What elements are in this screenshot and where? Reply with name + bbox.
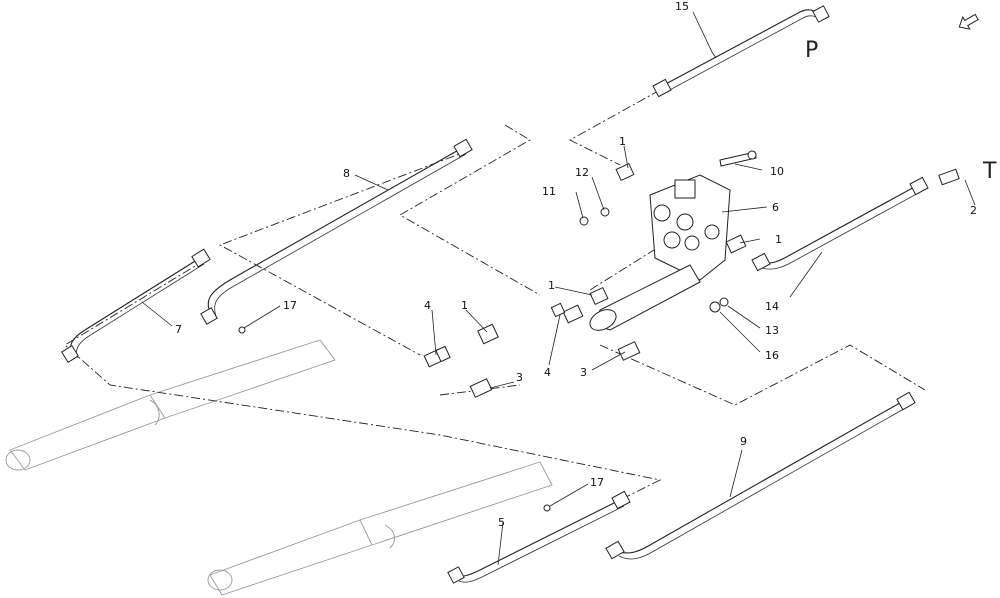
leader-lines	[141, 11, 976, 566]
hose-5	[447, 490, 631, 584]
arrow-icon	[958, 13, 979, 30]
control-valve	[589, 174, 731, 331]
cylinder-upper	[5, 339, 336, 471]
callout-12: 12	[575, 166, 589, 179]
callout-14: 14	[765, 300, 779, 313]
callout-1-mid: 1	[548, 279, 555, 292]
callout-1-right: 1	[775, 233, 782, 246]
callout-7: 7	[175, 323, 182, 336]
callout-13: 13	[765, 324, 779, 337]
callout-3-left: 3	[516, 371, 523, 384]
callouts: 15 1 10 12 11 6 1 2 14 13 16 1 1 4 4 3 3…	[175, 0, 977, 529]
callout-17-upper: 17	[283, 299, 297, 312]
callout-1-left: 1	[461, 299, 468, 312]
hose-8	[200, 138, 473, 325]
cylinder-lower	[207, 461, 553, 596]
callout-4-right: 4	[544, 366, 551, 379]
callout-2: 2	[970, 204, 977, 217]
hose-9	[605, 391, 916, 560]
port-t-label: T	[982, 159, 997, 184]
callout-5: 5	[498, 516, 505, 529]
callout-8: 8	[343, 167, 350, 180]
hose-7	[61, 248, 211, 363]
callout-10: 10	[770, 165, 784, 178]
callout-17-lower: 17	[590, 476, 604, 489]
callout-6: 6	[772, 201, 779, 214]
port-p-label: P	[805, 38, 818, 63]
callout-4-left: 4	[424, 299, 431, 312]
fittings	[238, 150, 960, 512]
callout-11: 11	[542, 185, 556, 198]
hose-15	[652, 5, 830, 98]
callout-1-top: 1	[619, 135, 626, 148]
hose-14	[751, 176, 929, 272]
callout-9: 9	[740, 435, 747, 448]
callout-16: 16	[765, 349, 779, 362]
callout-15: 15	[675, 0, 689, 13]
callout-3-right: 3	[580, 366, 587, 379]
flow-lines	[64, 89, 926, 501]
